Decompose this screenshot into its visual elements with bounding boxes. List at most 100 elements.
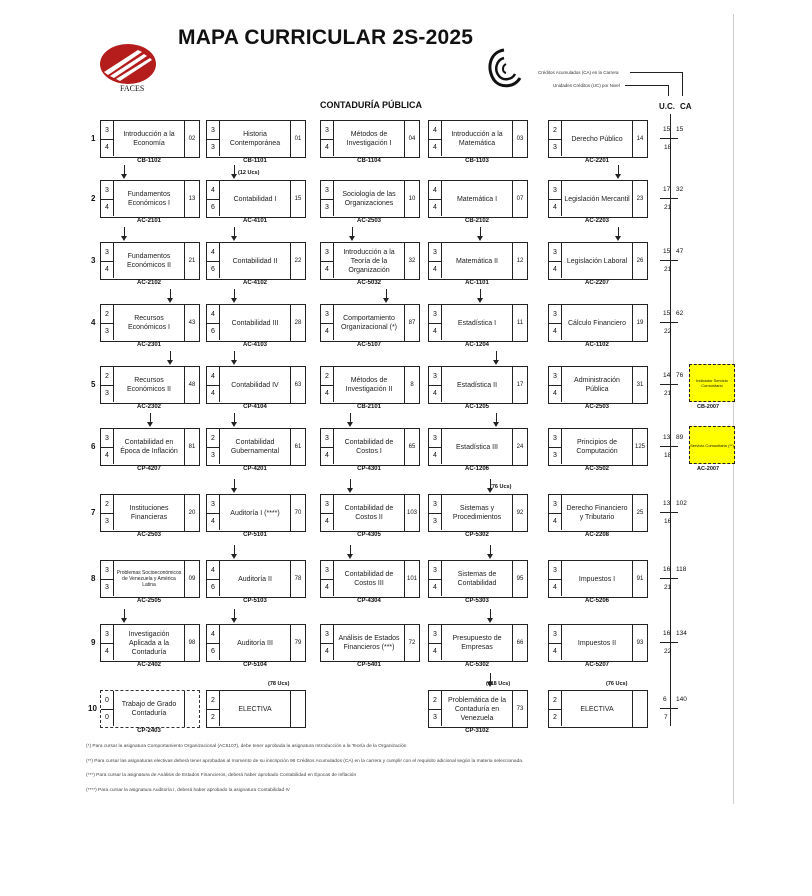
course-theory-hours: 3 <box>549 243 562 262</box>
arrow-down-icon <box>487 618 493 623</box>
course-theory-hours: 3 <box>207 495 220 514</box>
level-separator <box>660 578 678 579</box>
course-code: AC-5032 <box>356 280 381 286</box>
course-theory-hours: 2 <box>429 691 442 710</box>
course-name: Instituciones Financieras <box>129 505 169 521</box>
semester-number: 4 <box>91 318 96 327</box>
course-name: Administración Pública <box>574 377 620 393</box>
course-theory-hours: 3 <box>549 305 562 324</box>
course-number: 09 <box>184 561 199 597</box>
course-theory-hours: 4 <box>207 181 220 200</box>
prerequisite-line <box>386 289 387 299</box>
course-name: Estadística II <box>456 381 498 389</box>
level-uc-bottom: 22 <box>664 328 672 335</box>
course-number: 78 <box>290 561 305 597</box>
col-uc-header: U.C. <box>659 102 675 111</box>
course-theory-hours: 3 <box>101 625 114 644</box>
course-theory-hours: 4 <box>207 625 220 644</box>
course-theory-hours: 3 <box>321 121 334 140</box>
course-number: 26 <box>632 243 647 279</box>
community-service-code: AC-2007 <box>697 466 720 472</box>
university-emblem-icon <box>488 48 522 88</box>
course-name: Presupuesto de Empresas <box>452 635 502 651</box>
level-separator <box>660 446 678 447</box>
arrow-down-icon <box>487 682 493 687</box>
course-theory-hours: 3 <box>429 561 442 580</box>
semester-number: 1 <box>91 134 96 143</box>
prerequisite-line <box>170 289 171 299</box>
course-number: 13 <box>184 181 199 217</box>
course-name: Métodos de Investigación II <box>345 377 393 393</box>
prerequisite-line <box>234 165 235 175</box>
prerequisite-line <box>234 413 235 423</box>
accumulated-credits: 102 <box>676 500 687 507</box>
course-credit-hours: 4 <box>207 385 220 402</box>
course-number: 93 <box>632 625 647 661</box>
level-uc-bottom: 22 <box>664 648 672 655</box>
course-code: CB-1104 <box>357 158 381 164</box>
course-name: ELECTIVA <box>238 705 272 713</box>
course-theory-hours: 4 <box>207 243 220 262</box>
course-code: AC-2301 <box>136 342 161 348</box>
course-code: AC-5207 <box>584 662 609 668</box>
arrow-down-icon <box>121 236 127 241</box>
prerequisite-line <box>124 227 125 237</box>
course-code: AC-1205 <box>464 404 489 410</box>
arrow-down-icon <box>493 360 499 365</box>
course-name: Métodos de Investigación I <box>346 131 392 147</box>
course-number: 17 <box>512 367 527 403</box>
course-credit-hours: 4 <box>549 199 562 216</box>
course-name: Principios de Computación <box>576 439 618 455</box>
course-code: CP-5104 <box>243 662 267 668</box>
prerequisite-line <box>234 289 235 299</box>
course-code: AC-2101 <box>136 218 161 224</box>
course-name: Contabilidad III <box>231 319 279 327</box>
course-code: CP-4301 <box>357 466 381 472</box>
level-separator <box>660 708 678 709</box>
course-number: 66 <box>512 625 527 661</box>
level-separator <box>660 642 678 643</box>
level-uc-bottom: 18 <box>664 144 672 151</box>
footnote-4: (****) Para cursar la asignatura Auditor… <box>86 788 290 793</box>
col-ca-header: CA <box>680 102 692 111</box>
course-name: Sistemas y Procedimientos <box>452 505 502 521</box>
level-uc-top: 16 <box>663 566 671 573</box>
arrow-down-icon <box>231 554 237 559</box>
course-theory-hours: 4 <box>207 305 220 324</box>
course-name: Fundamentos Económicos II <box>127 253 171 269</box>
course-number: 103 <box>404 495 419 531</box>
course-code: CP-5302 <box>465 532 489 538</box>
course-credit-hours: 4 <box>429 643 442 660</box>
course-code: CB-1103 <box>465 158 489 164</box>
level-uc-bottom: 21 <box>664 390 672 397</box>
credits-requirement: (78 Ucs) <box>268 681 290 687</box>
course-number: 12 <box>512 243 527 279</box>
course-credit-hours: 3 <box>207 139 220 156</box>
course-name: Sistemas de Contabilidad <box>457 571 497 587</box>
course-number: 11 <box>512 305 527 341</box>
level-separator <box>660 138 678 139</box>
course-number: 98 <box>184 625 199 661</box>
course-number: 63 <box>290 367 305 403</box>
course-credit-hours: 6 <box>207 579 220 596</box>
course-theory-hours: 3 <box>429 625 442 644</box>
course-theory-hours: 0 <box>101 691 114 710</box>
arrow-down-icon <box>121 618 127 623</box>
course-code: AC-2503 <box>584 404 609 410</box>
course-name: Matemática I <box>456 195 498 203</box>
course-number: 81 <box>184 429 199 465</box>
course-credit-hours: 6 <box>207 199 220 216</box>
prerequisite-line <box>618 227 619 237</box>
course-theory-hours: 3 <box>549 495 562 514</box>
prerequisite-line <box>234 479 235 489</box>
arrow-down-icon <box>231 174 237 179</box>
arrow-down-icon <box>231 422 237 427</box>
course-number: 91 <box>632 561 647 597</box>
